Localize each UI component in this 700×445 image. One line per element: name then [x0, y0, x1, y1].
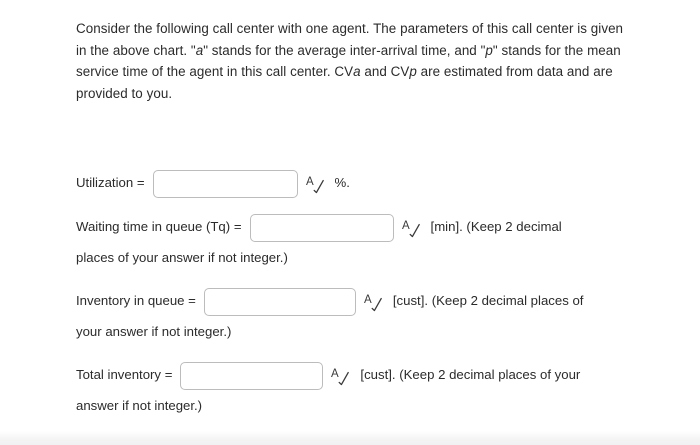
answer-input-waiting-time-in-queue[interactable]	[249, 213, 394, 242]
intro-variable: a	[195, 42, 204, 58]
question-label-utilization: Utilization =	[76, 175, 145, 190]
answer-input-utilization[interactable]	[152, 169, 298, 198]
intro-section: Consider the following call center with …	[76, 18, 636, 104]
intro-text: Consider the following call center with …	[76, 21, 624, 58]
question-label-total-inventory: Total inventory =	[76, 367, 173, 382]
intro-variable: a	[353, 64, 361, 79]
intro-variable: p	[485, 42, 493, 58]
question-tail-waiting-time-in-queue: places of your answer if not integer.)	[76, 250, 288, 265]
svg-text:A: A	[306, 176, 314, 188]
question-unit-inventory-in-queue: [cust]. (Keep 2 decimal places of	[392, 293, 584, 308]
question-row-total-inventory: Total inventory = A [cust]. (Keep 2 decima…	[76, 360, 676, 420]
intro-paragraph: Consider the following call center with …	[76, 18, 624, 104]
answer-validate-icon: A	[364, 292, 383, 312]
svg-text:A: A	[364, 294, 372, 306]
answer-validate-icon: A	[331, 366, 350, 386]
intro-text: " stands for the average inter-arrival t…	[203, 42, 486, 58]
question-line: Utilization = A%.	[76, 168, 676, 198]
question-row-utilization: Utilization = A%.	[76, 168, 676, 198]
question-tail-total-inventory: answer if not integer.)	[76, 398, 203, 413]
question-line: Waiting time in queue (Tq) = A [min]. (Kee…	[76, 212, 676, 242]
answer-input-total-inventory[interactable]	[180, 361, 324, 390]
question-unit-utilization: %.	[334, 175, 350, 190]
svg-text:A: A	[331, 368, 339, 380]
question-row-waiting-time-in-queue: Waiting time in queue (Tq) = A [min]. (Kee…	[76, 212, 676, 272]
intro-variable: p	[409, 64, 417, 79]
questions-list: Utilization = A%. Waiting time in queue (T…	[76, 168, 676, 434]
question-unit-total-inventory: [cust]. (Keep 2 decimal places of your	[360, 367, 581, 382]
question-label-waiting-time-in-queue: Waiting time in queue (Tq) =	[76, 219, 242, 234]
answer-validate-icon: A	[306, 174, 325, 194]
intro-text: are estimated from data and are provided…	[76, 64, 613, 101]
question-line: Total inventory = A [cust]. (Keep 2 decima…	[76, 360, 676, 390]
bottom-edge-band	[0, 431, 700, 445]
question-label-inventory-in-queue: Inventory in queue =	[76, 293, 196, 308]
question-tail-inventory-in-queue: your answer if not integer.)	[76, 324, 232, 339]
intro-text: " stands for the mean service time of th…	[76, 42, 621, 80]
intro-text: and CV	[360, 64, 410, 79]
answer-input-inventory-in-queue[interactable]	[203, 287, 356, 316]
question-unit-waiting-time-in-queue: [min]. (Keep 2 decimal	[430, 219, 562, 234]
question-line: Inventory in queue = A [cust]. (Keep 2 dec…	[76, 286, 676, 316]
svg-text:A: A	[402, 220, 410, 232]
answer-validate-icon: A	[402, 218, 421, 238]
question-row-inventory-in-queue: Inventory in queue = A [cust]. (Keep 2 dec…	[76, 286, 676, 346]
